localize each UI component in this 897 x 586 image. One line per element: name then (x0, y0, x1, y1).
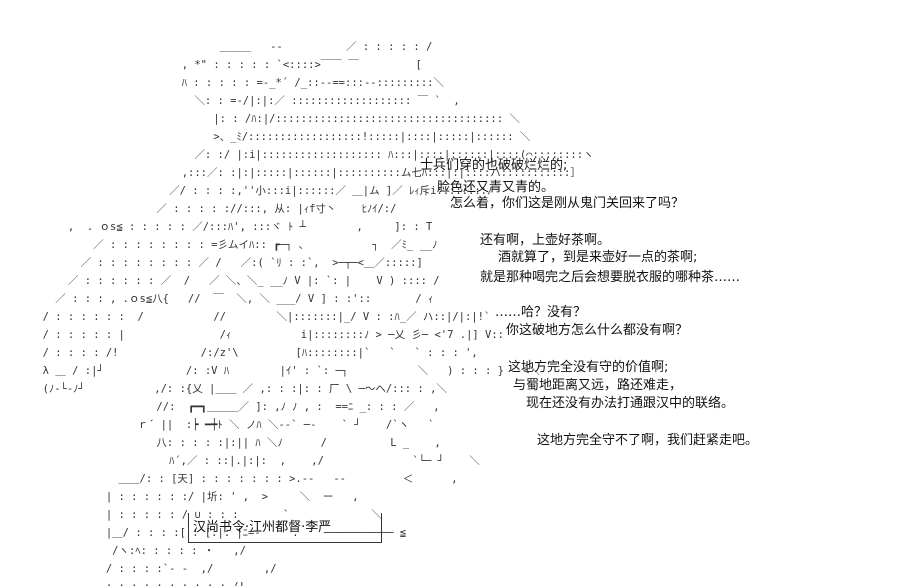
dialog-line-1: 士兵们穿的也破破烂烂的; (420, 158, 568, 173)
dialog-line-11: 现在还没有办法打通跟汉中的联络。 (526, 396, 735, 411)
dialog-line-3: 怎么着，你们这是刚从鬼门关回来了吗？ (450, 196, 685, 211)
dialog-line-4: 还有啊，上壶好茶啊。 (480, 233, 611, 248)
dialog-line-12: 这地方完全守不了啊，我们赶紧走吧。 (537, 433, 759, 448)
dialog-line-7: ……哈？没有？ (495, 305, 587, 320)
nameplate-frame: 汉尚书令·江州都督·李严 (188, 513, 382, 543)
dialog-line-8: 你这破地方怎么什么都没有啊？ (506, 323, 689, 338)
nameplate-label: 汉尚书令·江州都督·李严 (193, 520, 332, 535)
dialog-line-10: 与蜀地距离又远，路还难走， (513, 378, 683, 393)
dialog-line-5: 酒就算了，到是来壶好一点的茶啊; (498, 250, 698, 265)
ascii-art-figure: ＿＿＿ ‐‐ ／ : : : : : / , *" : : : : : `<::… (42, 41, 594, 586)
dialog-line-9: 这地方完全没有守的价值啊; (508, 360, 669, 375)
dialog-line-2: 脸色还又青又青的。 (437, 180, 555, 195)
dialog-line-6: 就是那种喝完之后会想要脱衣服的哪种茶…… (480, 270, 741, 285)
